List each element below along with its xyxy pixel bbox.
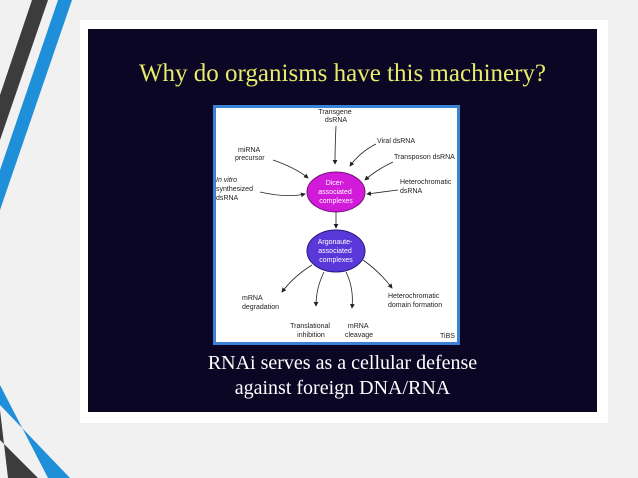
slide-title: Why do organisms have this machinery? — [138, 60, 547, 87]
stripe-dark-top — [0, 0, 48, 140]
label-heterochromatic-dsrna: Heterochromatic dsRNA — [400, 179, 453, 195]
argonaute-complex-label: Argonaute- associated complexes — [318, 239, 355, 264]
arrow-heterochromatic-domain — [362, 259, 393, 289]
stripe-blue-top — [0, 0, 72, 210]
label-mrna-cleavage: mRNA cleavage — [345, 323, 373, 339]
label-in-vitro-dsrna: In vitro synthesized dsRNA — [216, 177, 255, 202]
label-viral-dsrna: Viral dsRNA — [377, 138, 415, 145]
arrow-mirna — [272, 159, 309, 179]
stripe-dark-bottom — [0, 410, 38, 478]
caption-line-1: RNAi serves as a cellular defense — [207, 352, 478, 374]
label-transgene-dsrna: Transgene dsRNA — [318, 109, 353, 124]
arrow-heterochromatic — [366, 189, 399, 196]
slide: Why do organisms have this machinery? Tr… — [88, 29, 597, 412]
arrow-in-vitro — [259, 191, 306, 198]
caption-line-2: against foreign DNA/RNA — [234, 377, 451, 399]
arrow-translational-inhibition — [313, 271, 325, 307]
label-translational-inhibition: Translational inhibition — [290, 323, 332, 339]
arrow-viral — [349, 143, 377, 167]
arrow-mrna-degradation — [281, 264, 313, 293]
argonaute-complex-node — [306, 229, 366, 273]
label-mrna-degradation: mRNA degradation — [242, 295, 279, 311]
label-transposon-dsrna: Transposon dsRNA — [394, 154, 455, 161]
journal-mark: TiBS — [440, 333, 455, 340]
dicer-complex-label: Dicer- associated complexes — [318, 180, 353, 205]
label-heterochromatic-domain-formation: Heterochromatic domain formation — [388, 293, 442, 309]
rnai-pathway-diagram: Transgene dsRNA miRNA precursor Viral ds… — [213, 105, 460, 345]
label-mirna-precursor: miRNA precursor — [235, 147, 265, 162]
arrow-transgene — [332, 125, 338, 165]
arrow-transposon — [364, 161, 394, 181]
arrow-mrna-cleavage — [345, 271, 355, 309]
